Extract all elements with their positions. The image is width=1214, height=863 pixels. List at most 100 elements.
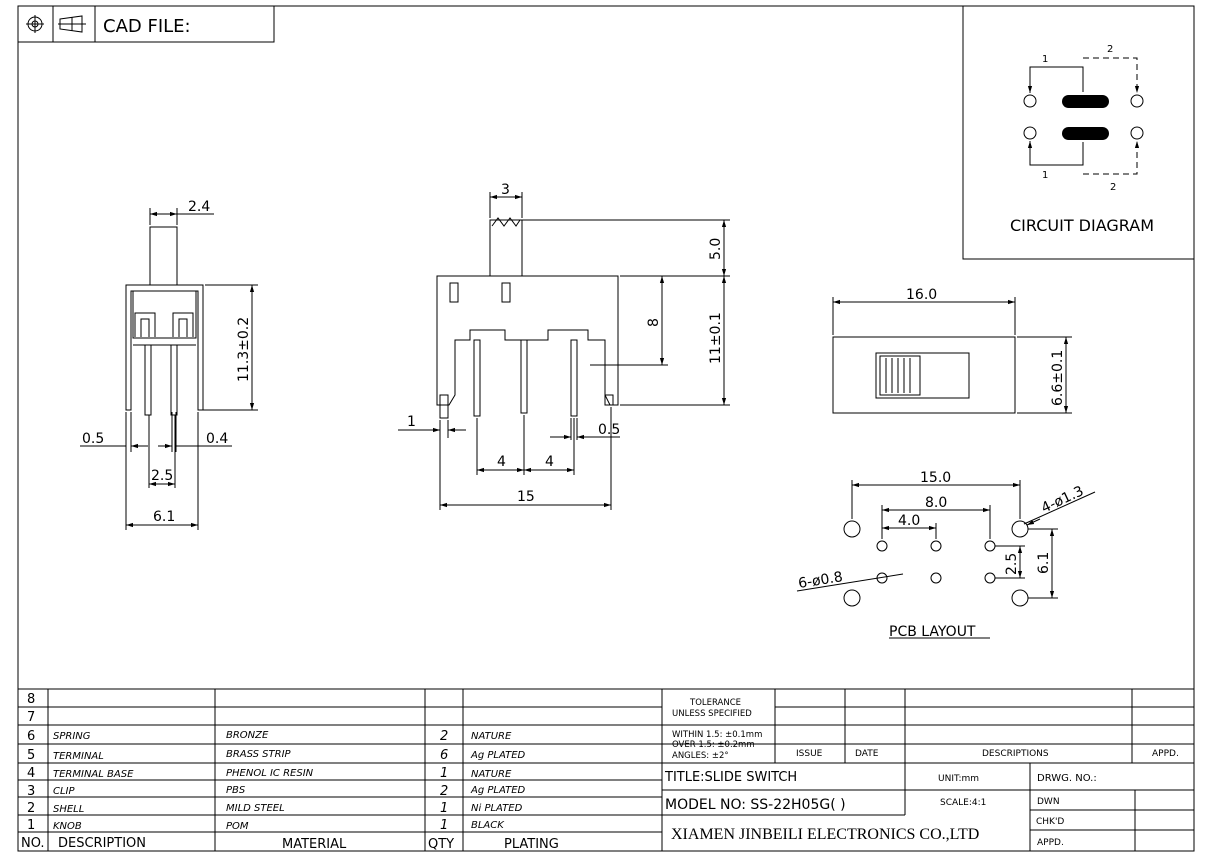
circuit-label-1-top: 1 [1042,54,1048,65]
front-view [398,192,730,510]
bom-row: 5 TERMINAL BRASS STRIP 6 Ag PLATED [27,748,526,763]
tolerance-over: OVER 1.5: ±0.2mm [672,740,755,750]
bom-header-desc: DESCRIPTION [58,836,146,851]
bom-row: 4 TERMINAL BASE PHENOL IC RESIN 1 NATURE [27,766,512,781]
pcb-span-outer-dim: 15.0 [920,470,951,486]
bom-row: 6 SPRING BRONZE 2 NATURE [27,729,512,744]
bom-header-plating: PLATING [504,837,559,852]
bom-row-material: POM [226,821,249,832]
front-knob-width-dim: 3 [501,182,510,198]
circuit-label-2-bottom: 2 [1110,182,1116,193]
bom-row-no: 1 [27,818,35,833]
bom-header-no: NO. [21,836,45,851]
pcb-big-hole-dim: 4-ø1.3 [1039,483,1086,516]
side-left-pin-dim: 0.5 [82,431,104,447]
bom-row-material: PBS [226,785,246,796]
appd-header: APPD. [1152,749,1179,759]
pcb-pitch-v-dim: 2.5 [1004,553,1020,575]
side-view [80,208,258,530]
date-header: DATE [855,749,879,759]
bom-row-qty: 1 [440,818,448,833]
tolerance-angles: ANGLES: ±2° [672,751,729,761]
bom-row-material: BRONZE [226,730,269,741]
drawing-number-label: DRWG. NO.: [1037,773,1097,784]
bom-row-plating: BLACK [471,820,505,831]
contact-bar-bottom [1062,127,1109,140]
bom-row-plating: NATURE [471,769,512,780]
bom-row-no: 4 [27,766,35,781]
front-pin-width-dim: 1 [407,414,416,430]
bom-row-no: 7 [27,710,35,725]
issue-header: ISSUE [796,749,823,759]
bom-row-plating: Ag PLATED [470,785,526,796]
bom-row-no: 5 [27,748,35,763]
bom-row-plating: NATURE [471,731,512,742]
tolerance-label: TOLERANCE [689,698,741,708]
pcb-layout-title: PCB LAYOUT [889,624,976,640]
bom-row-desc: CLIP [53,786,76,797]
pcb-span-v-dim: 6.1 [1036,552,1052,574]
bom-row: 2 SHELL MILD STEEL 1 Ni PLATED [27,801,523,816]
front-pitch-right-dim: 4 [545,454,554,470]
pcb-span-mid-dim: 8.0 [925,495,947,511]
side-pin-width-dim: 2.4 [188,199,210,215]
bom-row-plating: Ni PLATED [471,803,523,814]
top-length-dim: 16.0 [906,287,937,303]
checked-by-label: CHK'D [1036,817,1064,827]
bom-table-grid [18,688,1194,851]
model-number: MODEL NO: SS-22H05G( ) [665,797,846,813]
side-height-dim: 11.3±0.2 [236,317,252,382]
front-pitch-left-dim: 4 [497,454,506,470]
bom-row-qty: 6 [440,748,448,763]
front-body-height-dim: 11±0.1 [708,312,724,364]
sheet-border [17,5,1195,852]
cad-file-label: CAD FILE: [103,16,191,37]
front-pin-thickness-dim: 0.5 [598,422,620,438]
company-name: XIAMEN JINBEILI ELECTRONICS CO.,LTD [671,826,979,843]
side-width-dim: 6.1 [153,509,175,525]
bom-row: 3 CLIP PBS 2 Ag PLATED [27,784,526,799]
bom-header-material: MATERIAL [282,837,347,852]
bom-row-qty: 1 [440,766,448,781]
circuit-diagram-title: CIRCUIT DIAGRAM [1010,216,1154,235]
bom-row-desc: TERMINAL [53,751,104,762]
unit-label: UNIT:mm [938,774,979,784]
drawn-by-label: DWN [1037,797,1060,807]
front-knob-height-dim: 5.0 [708,238,724,260]
bom-row: 1 KNOB POM 1 BLACK [27,818,505,833]
bom-header-qty: QTY [428,837,454,852]
pcb-small-hole-dim: 6-ø0.8 [797,569,844,592]
tolerance-within: WITHIN 1.5: ±0.1mm [672,730,762,740]
bom-row-qty: 2 [440,729,448,744]
top-view [832,297,1072,414]
pcb-layout [796,480,1096,639]
descriptions-header: DESCRIPTIONS [982,749,1049,759]
bom-row-material: BRASS STRIP [226,749,292,760]
bom-row-qty: 2 [440,784,448,799]
projection-symbol-icon [26,15,44,33]
side-pitch-dim: 2.5 [151,468,173,484]
front-inner-height-dim: 8 [646,318,662,327]
view-symbol-icon [58,15,86,33]
contact-bar-top [1062,95,1109,108]
bom-row-plating: Ag PLATED [470,750,526,761]
top-width-dim: 6.6±0.1 [1050,350,1066,406]
front-total-width-dim: 15 [517,489,535,505]
bom-row-no: 3 [27,784,35,799]
bom-row-desc: SHELL [53,804,84,815]
bom-row-desc: SPRING [53,731,91,742]
bom-row-no: 6 [27,729,35,744]
circuit-diagram [962,6,1194,260]
bom-row-material: PHENOL IC RESIN [226,768,314,779]
bom-row-desc: TERMINAL BASE [53,769,134,780]
approved-by-label: APPD. [1037,838,1064,848]
bom-row-material: MILD STEEL [226,803,285,814]
bom-row-desc: KNOB [53,821,82,832]
bom-row-no: 2 [27,801,35,816]
side-right-pin-dim: 0.4 [206,431,228,447]
scale-label: SCALE:4:1 [940,798,986,808]
drawing-title: TITLE:SLIDE SWITCH [664,770,797,785]
tolerance-sub-label: UNLESS SPECIFIED [672,709,752,719]
bom-row-qty: 1 [440,801,448,816]
